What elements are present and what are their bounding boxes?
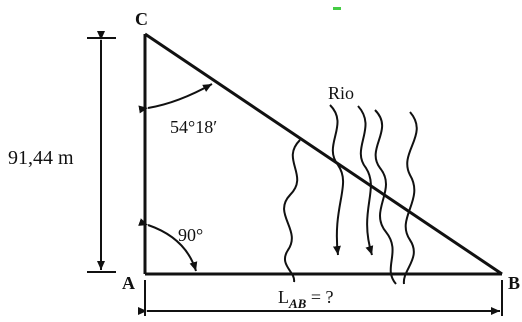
river-flow-arrows [329, 104, 374, 256]
right-angle-label: 90° [178, 225, 203, 245]
vertex-b-label: B [508, 273, 520, 293]
green-speck [333, 7, 341, 10]
angle-a-arc [138, 218, 198, 272]
river-banks [283, 109, 418, 285]
distance-label: LAB = ? [278, 287, 333, 311]
height-label: 91,44 m [8, 147, 74, 169]
distance-label-equals: = ? [306, 287, 333, 307]
distance-label-main: L [278, 287, 289, 307]
distance-label-subscript: AB [288, 296, 307, 311]
angle-c-arc [138, 83, 213, 114]
river-label: Rio [328, 83, 354, 103]
vertex-a-label: A [122, 273, 135, 293]
height-dimension [87, 31, 116, 273]
angle-c-label: 54°18′ [170, 117, 217, 137]
side-cb [144, 32, 503, 276]
width-dimension [138, 280, 503, 316]
vertex-c-label: C [135, 9, 148, 29]
